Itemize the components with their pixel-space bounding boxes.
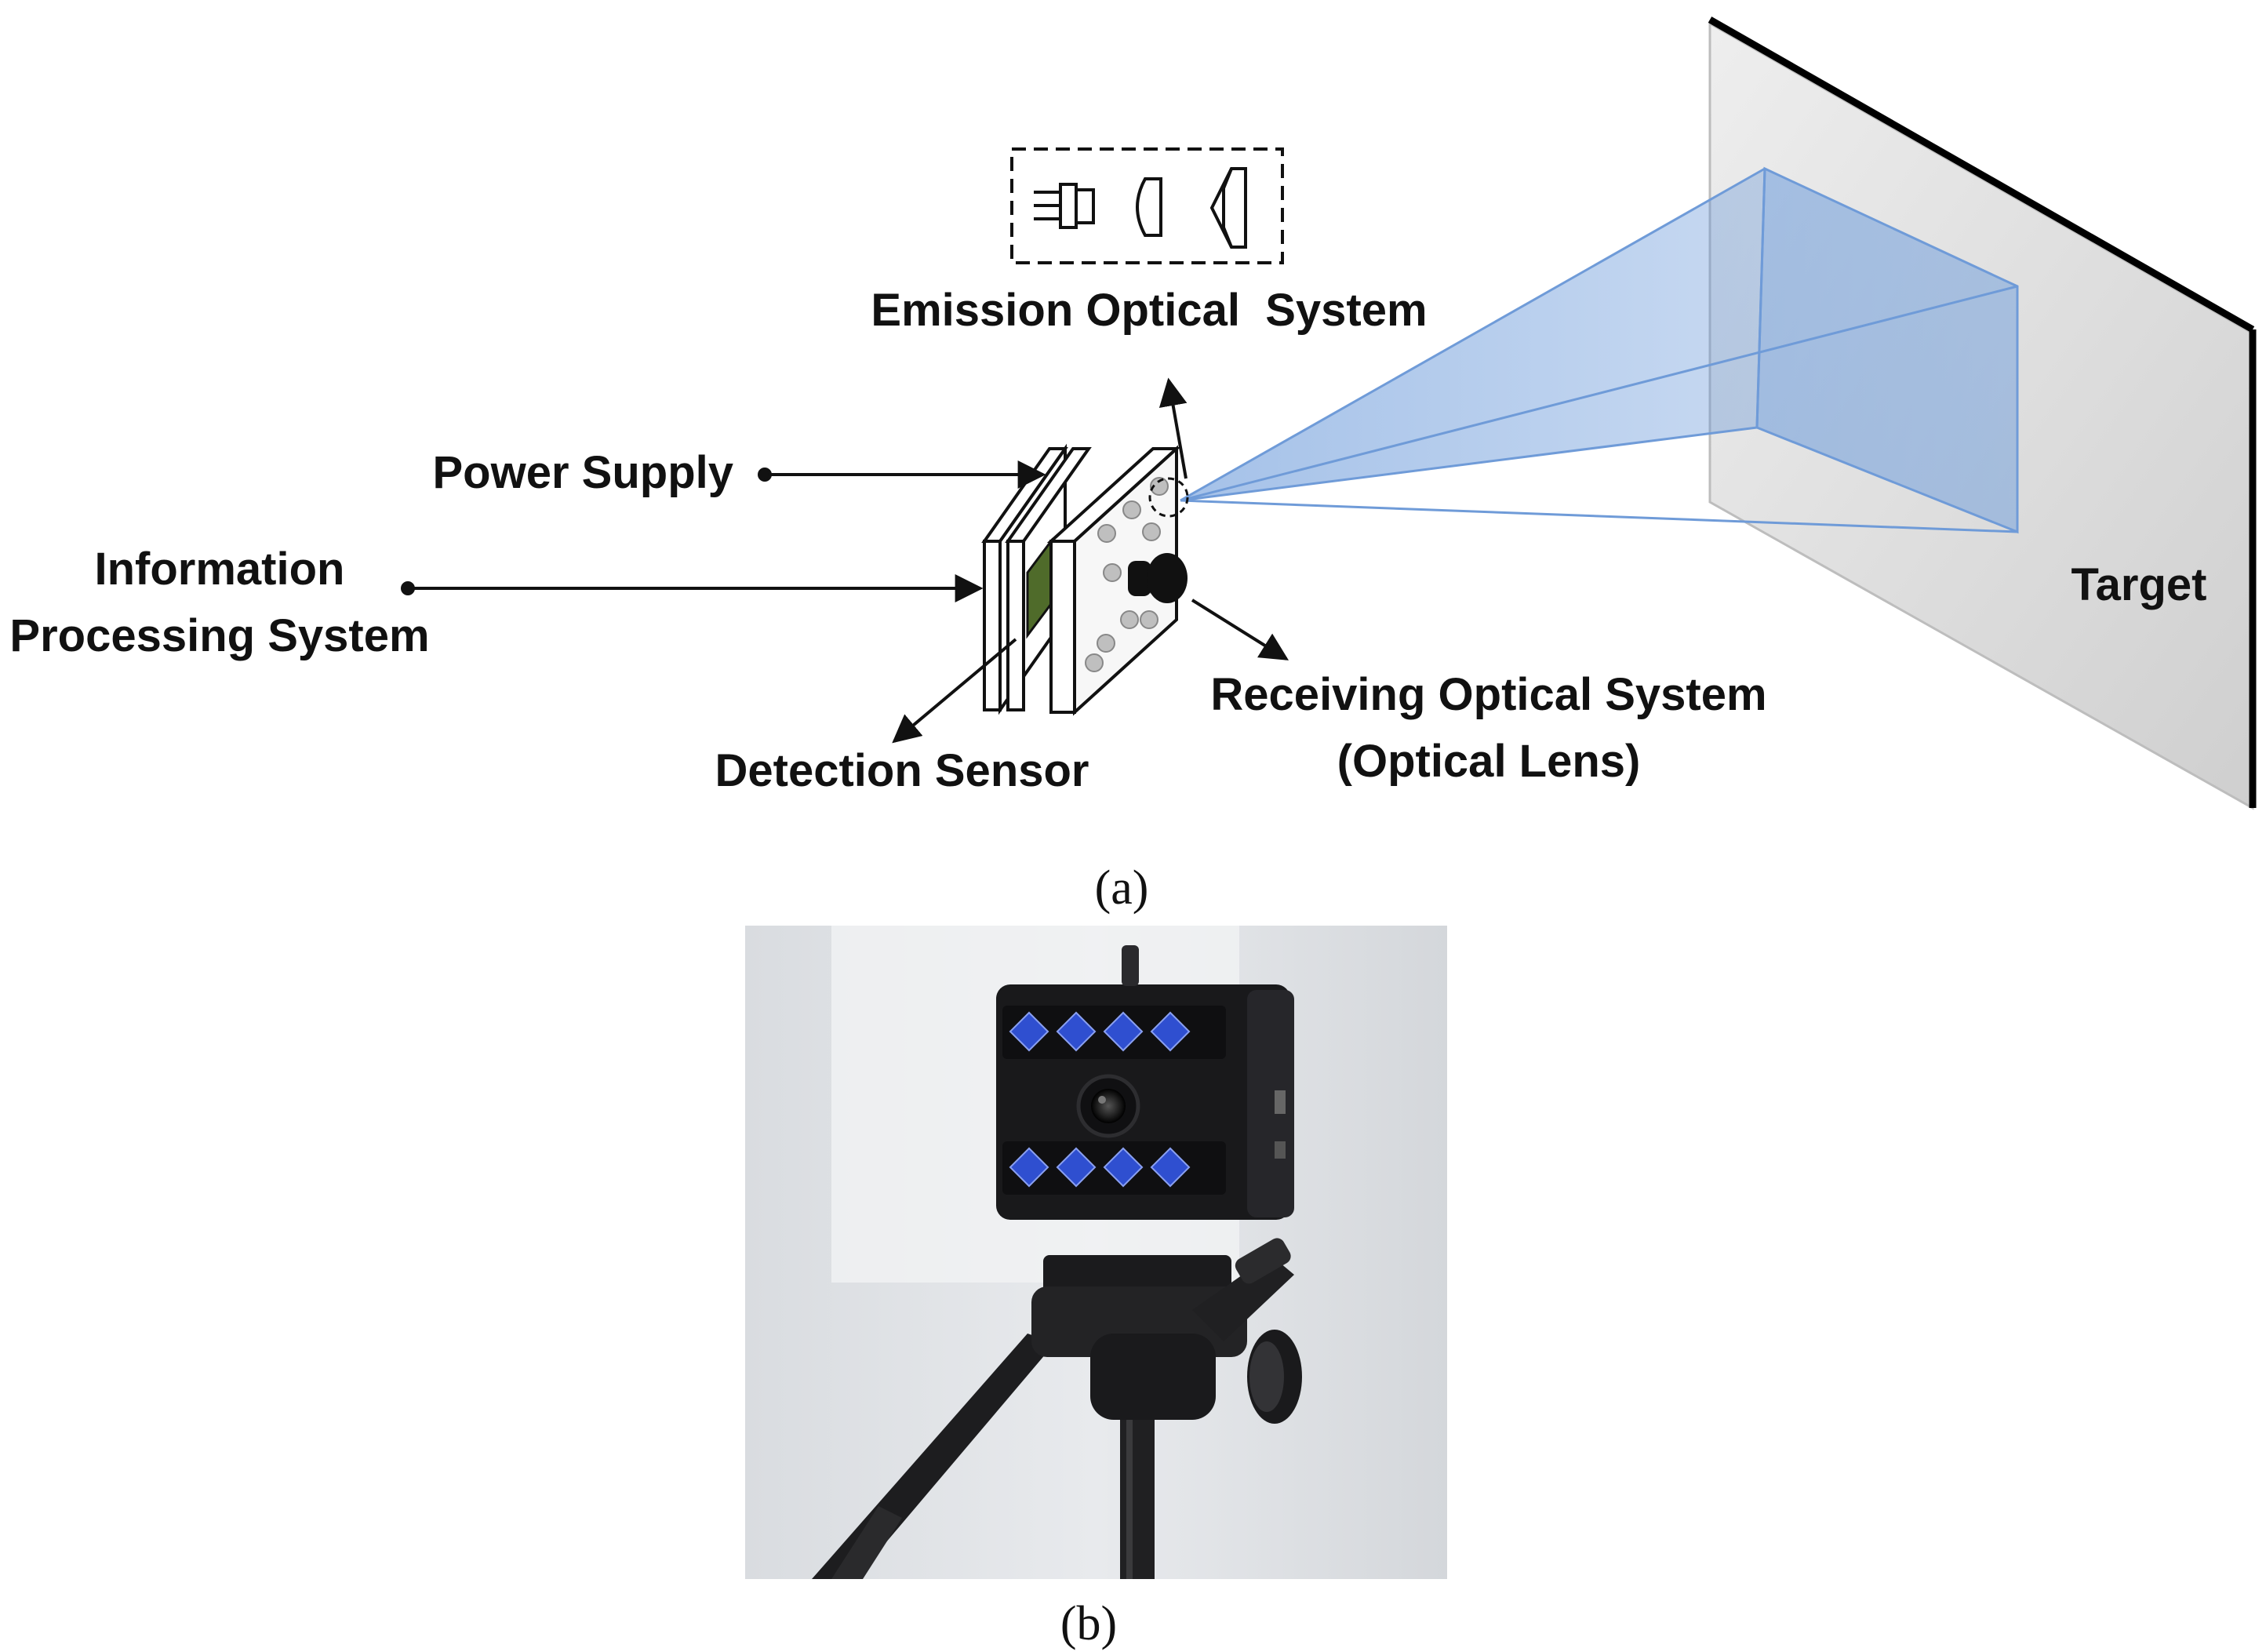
camera-on-tripod-photo <box>745 926 1447 1579</box>
panel-a: Emission Optical System Power Supply Inf… <box>9 16 2257 915</box>
emission-point-marker <box>1148 477 1189 518</box>
power-supply-label: Power Supply <box>432 447 733 498</box>
leader-lines <box>401 377 1289 744</box>
light-beam <box>1180 166 2019 534</box>
caption-a: (a) <box>1095 861 1149 915</box>
emission-optics-box <box>1010 147 1284 264</box>
laser-diode-icon <box>1034 183 1095 229</box>
information-processing-label-line1: Information <box>95 544 345 595</box>
receiving-optical-system-label-line1: Receiving Optical System <box>1210 669 1766 720</box>
receiving-optical-system-label-line2: (Optical Lens) <box>1337 736 1641 787</box>
information-processing-label-line2: Processing System <box>9 610 429 661</box>
receiving-lens-icon <box>1128 553 1188 603</box>
detection-sensor-label: Detection Sensor <box>715 745 1089 796</box>
lens-icon <box>1136 177 1162 237</box>
panel-b: (b) <box>745 926 1447 1650</box>
caption-b: (b) <box>1060 1597 1117 1650</box>
lidar-device <box>981 443 1189 716</box>
target-label: Target <box>2071 559 2207 610</box>
emitter-windows <box>1009 1011 1191 1188</box>
emission-optical-system-label: Emission Optical System <box>871 285 1427 336</box>
prism-icon <box>1209 167 1247 249</box>
